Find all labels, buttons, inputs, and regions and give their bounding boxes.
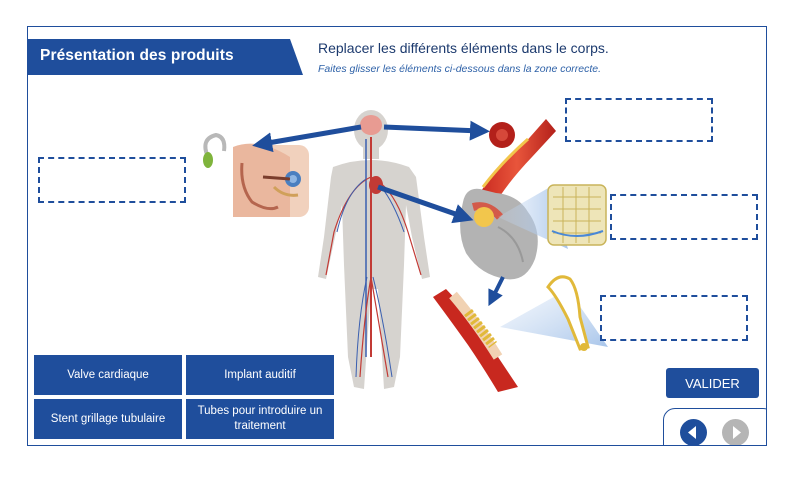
navigation-tab xyxy=(663,408,766,445)
tile-tubes-traitement[interactable]: Tubes pour introduire un traitement xyxy=(186,399,334,439)
instruction-text: Replacer les différents éléments dans le… xyxy=(318,40,609,56)
validate-button[interactable]: VALIDER xyxy=(666,368,759,398)
drop-zone-ear[interactable] xyxy=(38,157,186,203)
artery-aneurysm-illustration xyxy=(473,119,556,207)
human-body-figure xyxy=(318,110,430,389)
drop-zone-heart-valve[interactable] xyxy=(610,194,758,240)
arrow-to-ear xyxy=(252,124,362,153)
ear-illustration xyxy=(203,132,309,217)
drop-zone-artery[interactable] xyxy=(565,98,713,142)
anatomy-illustration xyxy=(203,110,608,392)
arrow-left-icon xyxy=(688,426,696,439)
activity-frame: Présentation des produits Replacer les d… xyxy=(27,26,767,446)
title-band: Présentation des produits xyxy=(28,39,303,75)
arrow-to-heart xyxy=(377,184,474,224)
sub-instruction-text: Faites glisser les éléments ci-dessous d… xyxy=(318,63,602,75)
next-button[interactable] xyxy=(722,419,749,445)
arrow-to-artery xyxy=(383,120,490,141)
arrow-to-stent xyxy=(488,276,505,307)
catheter-tube-callout xyxy=(546,275,590,351)
heart-valve-callout xyxy=(498,184,607,249)
tile-stent-grillage-tubulaire[interactable]: Stent grillage tubulaire xyxy=(34,399,182,439)
drop-zone-stent[interactable] xyxy=(600,295,748,341)
tile-valve-cardiaque[interactable]: Valve cardiaque xyxy=(34,355,182,395)
arrow-right-icon xyxy=(733,426,741,439)
page-title: Présentation des produits xyxy=(40,47,234,64)
title-band-shape xyxy=(28,39,303,75)
previous-button[interactable] xyxy=(680,419,707,445)
tile-implant-auditif[interactable]: Implant auditif xyxy=(186,355,334,395)
